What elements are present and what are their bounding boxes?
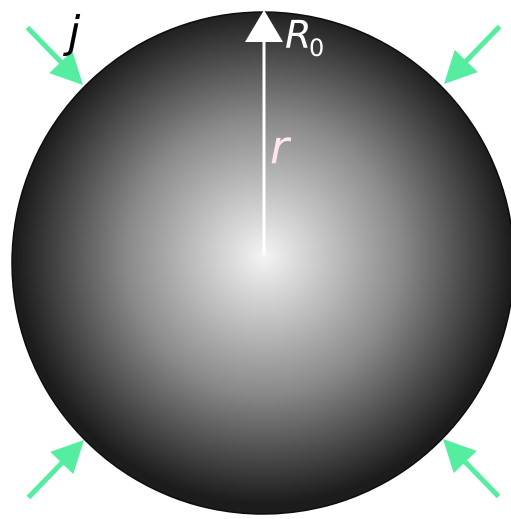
outer-radius-label-subscript: 0 <box>309 34 324 62</box>
outer-radius-label: R 0 <box>285 13 324 62</box>
flux-arrow-top-left <box>25 25 83 85</box>
flux-arrow-bottom-left <box>26 440 84 500</box>
arrow-shaft <box>460 24 502 68</box>
outer-radius-label-base: R <box>285 13 311 57</box>
sphere <box>11 11 511 515</box>
arrow-shaft <box>459 455 501 499</box>
flux-arrow-bottom-right <box>443 439 501 499</box>
radius-arrowhead-icon <box>245 10 283 42</box>
flux-label: j <box>63 7 81 58</box>
arrow-right-icon <box>49 50 83 85</box>
arrow-shaft <box>26 456 68 500</box>
radius-label: r <box>270 120 292 174</box>
arrow-shaft <box>25 25 67 69</box>
arrow-right-icon <box>444 49 478 84</box>
arrow-right-icon <box>443 439 477 474</box>
flux-arrow-top-right <box>444 24 502 84</box>
arrow-right-icon <box>50 440 84 475</box>
